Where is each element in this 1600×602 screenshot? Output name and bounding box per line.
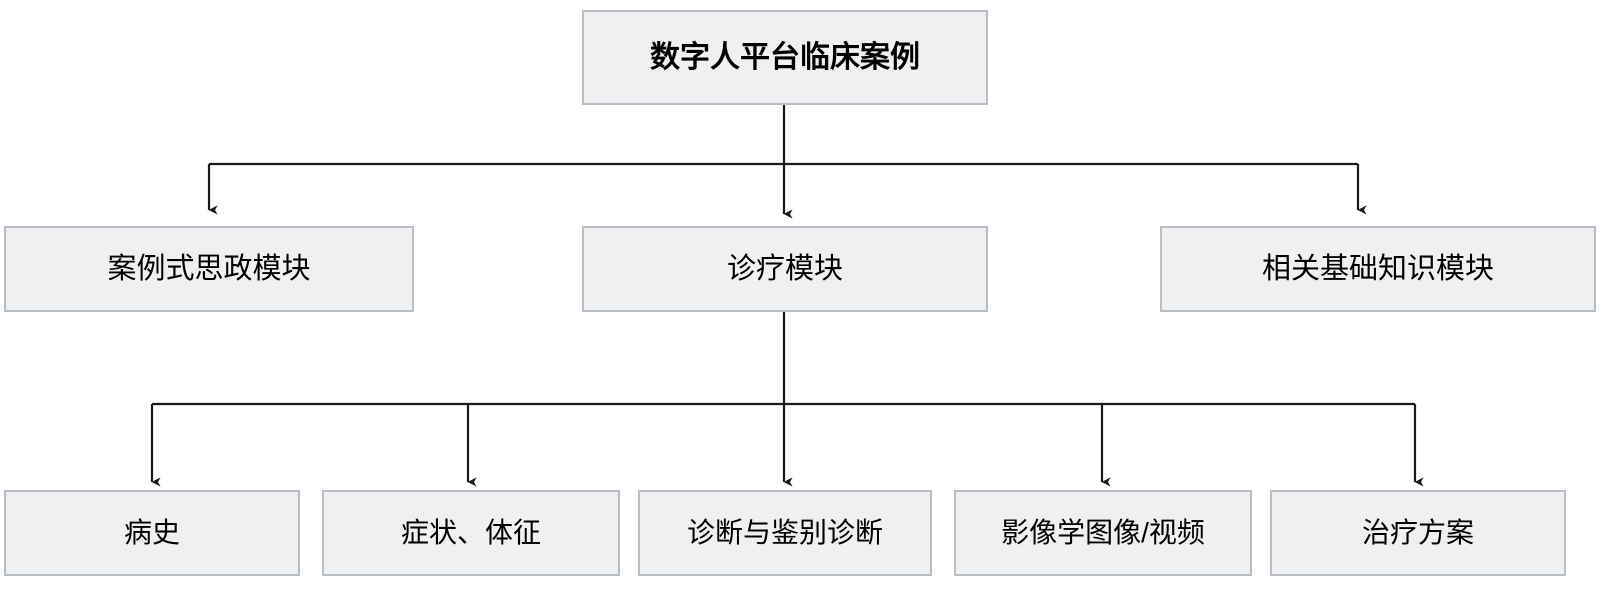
node-imaging-image-video-label: 影像学图像/视频 bbox=[1001, 517, 1205, 549]
node-diagnosis-differential[interactable]: 诊断与鉴别诊断 bbox=[638, 490, 932, 576]
node-diagnosis-treatment-module[interactable]: 诊疗模块 bbox=[582, 226, 988, 312]
node-related-basic-knowledge-module-label: 相关基础知识模块 bbox=[1261, 252, 1494, 285]
node-case-ideological-module-label: 案例式思政模块 bbox=[107, 252, 311, 285]
node-diagnosis-treatment-module-label: 诊疗模块 bbox=[726, 252, 843, 285]
node-diagnosis-differential-label: 诊断与鉴别诊断 bbox=[686, 517, 883, 549]
node-symptoms-signs-label: 症状、体征 bbox=[400, 517, 541, 549]
node-root-clinical-case-platform[interactable]: 数字人平台临床案例 bbox=[582, 10, 988, 105]
node-root-label: 数字人平台临床案例 bbox=[650, 40, 920, 74]
node-imaging-image-video[interactable]: 影像学图像/视频 bbox=[954, 490, 1252, 576]
node-medical-history-label: 病史 bbox=[123, 517, 180, 549]
node-medical-history[interactable]: 病史 bbox=[4, 490, 300, 576]
node-treatment-plan-label: 治疗方案 bbox=[1361, 517, 1474, 549]
node-related-basic-knowledge-module[interactable]: 相关基础知识模块 bbox=[1160, 226, 1596, 312]
node-case-ideological-module[interactable]: 案例式思政模块 bbox=[4, 226, 414, 312]
node-treatment-plan[interactable]: 治疗方案 bbox=[1270, 490, 1566, 576]
node-symptoms-signs[interactable]: 症状、体征 bbox=[322, 490, 620, 576]
